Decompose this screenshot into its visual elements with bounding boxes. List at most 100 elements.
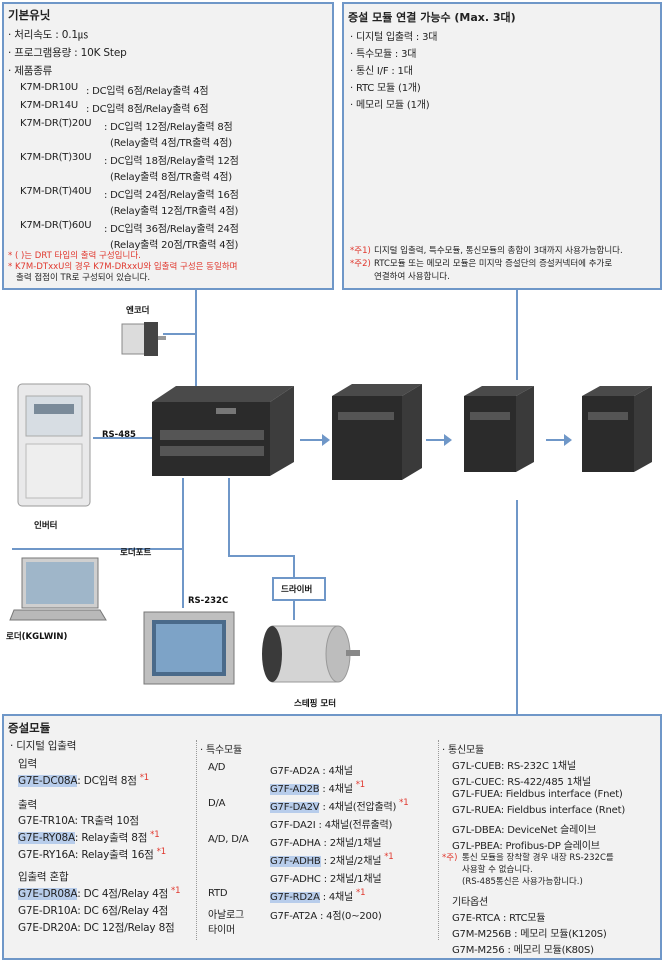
product-spec-sub: (Relay출력 8점/TR출력 4점) [110, 172, 232, 183]
inverter-icon [17, 383, 91, 507]
driver-label: 드라이버 [281, 585, 313, 595]
connector-line [93, 437, 158, 439]
product-spec: : DC입력 24점/Relay출력 16점 [104, 190, 239, 201]
speed-spec: · 처리속도 : 0.1㎲ [8, 29, 89, 41]
connector-line [182, 478, 184, 550]
rs232c-label: RS-232C [188, 596, 229, 606]
product-spec-sub: (Relay출력 12점/TR출력 4점) [110, 206, 239, 217]
module-row: G7E-DR08A: DC 4점/Relay 4점*1 [18, 886, 181, 900]
product-model: K7M-DR10U [20, 82, 79, 93]
expansion-module-icon [332, 384, 422, 480]
module-row: G7L-PBEA: Profibus-DP 슬레이브 [452, 841, 600, 852]
comm-note-mark: *주) [442, 853, 458, 863]
arrow-right-icon [546, 434, 572, 446]
plc-main-unit-icon [152, 386, 294, 476]
module-row: G7E-RY16A: Relay출력 16점*1 [18, 847, 166, 861]
connector-line [163, 333, 195, 335]
expansion-count-item: · 통신 I/F : 1대 [350, 66, 413, 77]
module-row: G7F-ADHA : 2채널/1채널 [270, 838, 382, 849]
comm-note: 통신 모듈을 장착할 경우 내장 RS-232C를 [462, 853, 614, 863]
product-model: K7M-DR(T)40U [20, 186, 92, 197]
module-row: G7E-RY08A: Relay출력 8점*1 [18, 830, 160, 844]
module-row: G7L-CUEB: RS-232C 1채널 [452, 761, 576, 772]
product-model: K7M-DR(T)60U [20, 220, 92, 231]
program-capacity-spec: · 프로그램용량 : 10K Step [8, 47, 127, 59]
column-divider [438, 740, 439, 940]
inverter-label: 인버터 [34, 521, 58, 531]
special-category: D/A [208, 798, 226, 809]
module-row: G7E-DC08A: DC입력 8점*1 [18, 773, 149, 787]
note-mark: *주1) [350, 246, 371, 256]
module-row: G7E-RTCA : RTC모듈 [452, 913, 546, 924]
product-spec: : DC입력 18점/Relay출력 12점 [104, 156, 239, 167]
module-row: G7F-AT2A : 4점(0~200) [270, 911, 382, 922]
expansion-count-title: 증설 모듈 연결 가능수 (Max. 3대) [348, 11, 516, 24]
digital-io-heading: · 디지털 입출력 [10, 740, 77, 752]
module-row: G7L-DBEA: DeviceNet 슬레이브 [452, 825, 597, 836]
note-mark: *주2) [350, 259, 371, 269]
hmi-touch-panel-icon [143, 611, 235, 685]
product-spec-sub: (Relay출력 20점/TR출력 4점) [110, 240, 239, 251]
expansion-module-icon [464, 386, 534, 472]
special-category: 타이머 [208, 925, 235, 936]
connector-line [516, 290, 518, 380]
other-options-heading: 기타옵션 [452, 897, 488, 908]
connector-line [182, 548, 184, 608]
connector-line [195, 290, 197, 390]
expansion-modules-box [2, 714, 662, 960]
connector-line [228, 478, 230, 556]
mixed-label: 입출력 혼합 [18, 871, 69, 883]
stepping-motor-icon [262, 625, 360, 683]
expansion-count-item: · RTC 모듈 (1개) [350, 83, 421, 94]
module-row: G7F-ADHB : 2채널/2채널*1 [270, 852, 394, 867]
encoder-label: 엔코더 [126, 306, 150, 316]
arrow-right-icon [300, 434, 330, 446]
module-row: G7F-AD2A : 4채널 [270, 766, 353, 777]
expansion-module-icon [582, 386, 652, 472]
special-heading: · 특수모듈 [200, 745, 242, 756]
rs485-label: RS-485 [102, 430, 136, 440]
encoder-icon [121, 322, 166, 356]
module-row: G7F-ADHC : 2채널/1채널 [270, 874, 382, 885]
expansion-count-box [342, 2, 662, 290]
column-divider [196, 740, 197, 940]
stepping-motor-label: 스테핑 모터 [294, 699, 337, 709]
module-row: G7E-DR20A: DC 12점/Relay 8점 [18, 922, 175, 934]
comm-heading: · 통신모듈 [442, 745, 484, 756]
module-row: G7F-DA2V : 4채널(전압출력)*1 [270, 798, 409, 813]
module-row: G7F-DA2I : 4채널(전류출력) [270, 820, 393, 831]
product-model: K7M-DR(T)30U [20, 152, 92, 163]
basic-unit-note: 출력 접점이 TR로 구성되어 있습니다. [16, 273, 151, 283]
expansion-modules-title: 증설모듈 [8, 721, 51, 735]
product-spec: : DC입력 8점/Relay출력 6점 [86, 104, 209, 115]
module-row: G7M-M256B : 메모리 모듈(K120S) [452, 929, 607, 940]
basic-unit-box [2, 2, 334, 290]
module-row: G7E-DR10A: DC 6점/Relay 4점 [18, 905, 169, 917]
connector-line [293, 555, 295, 577]
product-types-heading: · 제품종류 [8, 65, 53, 77]
product-spec: : DC입력 6점/Relay출력 4점 [86, 86, 209, 97]
input-label: 입력 [18, 758, 37, 770]
expansion-note: 디지털 입출력, 특수모듈, 통신모듈의 총합이 3대까지 사용가능합니다. [374, 246, 623, 256]
product-model: K7M-DR(T)20U [20, 118, 92, 129]
special-category: RTD [208, 888, 228, 899]
connector-line [516, 500, 518, 715]
special-category: A/D, D/A [208, 834, 249, 845]
connector-line [12, 548, 182, 550]
module-row: G7L-RUEA: Fieldbus interface (Rnet) [452, 805, 626, 816]
special-category: A/D [208, 762, 226, 773]
loader-label: 로더(KGLWIN) [6, 632, 68, 642]
special-category: 아날로그 [208, 910, 244, 921]
product-spec-sub: (Relay출력 4점/TR출력 4점) [110, 138, 232, 149]
module-row: G7L-CUEC: RS-422/485 1채널 [452, 777, 591, 788]
expansion-count-item: · 특수모듈 : 3대 [350, 49, 417, 60]
laptop-icon [9, 557, 107, 621]
driver-box [272, 577, 326, 601]
product-spec: : DC입력 12점/Relay출력 8점 [104, 122, 233, 133]
product-spec: : DC입력 36점/Relay출력 24점 [104, 224, 239, 235]
connector-line [228, 555, 294, 557]
module-row: G7E-TR10A: TR출력 10점 [18, 815, 139, 827]
module-row: G7L-FUEA: Fieldbus interface (Fnet) [452, 789, 623, 800]
basic-unit-note: * ( )는 DRT 타입의 출력 구성입니다. [8, 251, 141, 261]
expansion-note: RTC모듈 또는 메모리 모듈은 미지막 증설단의 증설커넥터에 추가로 [374, 259, 613, 269]
